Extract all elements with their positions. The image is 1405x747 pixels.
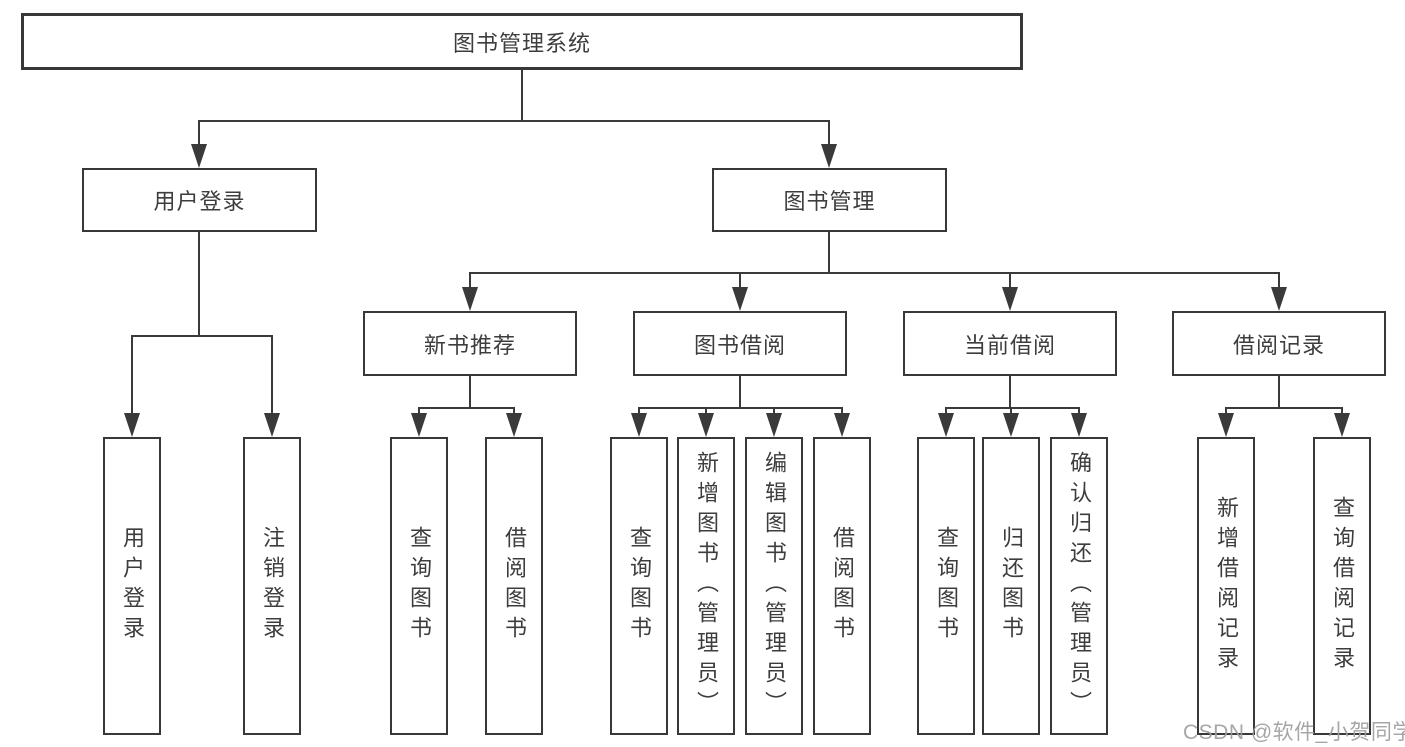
leaf-label: 确认归还（管理员） (1067, 451, 1092, 721)
connector-line (521, 69, 523, 120)
arrow-down-icon (1002, 287, 1018, 311)
leaf-label: 归还图书 (999, 526, 1024, 646)
connector-line (469, 272, 1280, 274)
arrow-down-icon (1071, 413, 1087, 437)
connector-line (1010, 407, 1012, 417)
leaf-user-login: 用户登录 (103, 437, 161, 735)
leaf-return-book: 归还图书 (982, 437, 1040, 735)
connector-line (198, 232, 200, 335)
leaf-add-book-admin: 新增图书（管理员） (677, 437, 735, 735)
arrow-down-icon (1218, 413, 1234, 437)
connector-line (1078, 407, 1080, 417)
connector-line (1278, 376, 1280, 407)
leaf-edit-book-admin: 编辑图书（管理员） (745, 437, 803, 735)
arrow-down-icon (834, 413, 850, 437)
connector-line (945, 407, 947, 417)
arrow-down-icon (506, 413, 522, 437)
leaf-add-borrow-record: 新增借阅记录 (1197, 437, 1255, 735)
connector-line (638, 407, 843, 409)
leaf-label: 借阅图书 (502, 526, 527, 646)
node-current-borrowing: 当前借阅 (903, 311, 1117, 376)
connector-line (739, 376, 741, 407)
arrow-down-icon (698, 413, 714, 437)
watermark: CSDN @软件_小贺同学 (1183, 721, 1405, 744)
node-user-login: 用户登录 (82, 168, 317, 232)
leaf-label: 查询图书 (407, 526, 432, 646)
arrow-down-icon (631, 413, 647, 437)
arrow-down-icon (1271, 287, 1287, 311)
arrow-down-icon (191, 144, 207, 168)
connector-line (513, 407, 515, 417)
connector-line (1225, 407, 1343, 409)
leaf-label: 查询借阅记录 (1330, 496, 1355, 676)
leaf-label: 借阅图书 (830, 526, 855, 646)
leaf-label: 编辑图书（管理员） (762, 451, 787, 721)
connector-line (828, 120, 830, 148)
connector-line (773, 407, 775, 417)
connector-line (131, 335, 273, 337)
leaf-logout-login: 注销登录 (243, 437, 301, 735)
node-label: 图书管理 (783, 189, 876, 214)
arrow-down-icon (732, 287, 748, 311)
connector-line (418, 407, 515, 409)
node-label: 图书借阅 (693, 332, 786, 358)
connector-line (198, 120, 830, 122)
connector-line (271, 335, 273, 417)
arrow-down-icon (462, 287, 478, 311)
arrow-down-icon (1003, 413, 1019, 437)
node-book-management: 图书管理 (712, 168, 947, 232)
connector-line (1278, 272, 1280, 290)
node-label: 借阅记录 (1232, 332, 1325, 358)
node-label: 新书推荐 (423, 332, 516, 358)
leaf-label: 新增借阅记录 (1214, 496, 1239, 676)
connector-line (638, 407, 640, 417)
connector-line (469, 376, 471, 407)
leaf-label: 用户登录 (120, 526, 145, 646)
leaf-label: 新增图书（管理员） (694, 451, 719, 721)
leaf-confirm-return-admin: 确认归还（管理员） (1050, 437, 1108, 735)
arrow-down-icon (264, 413, 280, 437)
arrow-down-icon (124, 413, 140, 437)
connector-line (841, 407, 843, 417)
node-label: 图书管理系统 (452, 30, 591, 56)
connector-line (1009, 272, 1011, 290)
connector-line (739, 272, 741, 290)
connector-line (1009, 376, 1011, 407)
leaf-label: 注销登录 (260, 526, 285, 646)
connector-line (469, 272, 471, 290)
leaf-borrow-book-recommend: 借阅图书 (485, 437, 543, 735)
leaf-label: 查询图书 (627, 526, 652, 646)
leaf-query-book-borrowing: 查询图书 (610, 437, 668, 735)
node-new-book-recommendation: 新书推荐 (363, 311, 577, 376)
connector-line (705, 407, 707, 417)
node-book-borrowing: 图书借阅 (633, 311, 847, 376)
node-library-management-system: 图书管理系统 (21, 13, 1023, 70)
arrow-down-icon (821, 144, 837, 168)
arrow-down-icon (1334, 413, 1350, 437)
leaf-label: 查询图书 (934, 526, 959, 646)
node-borrowing-records: 借阅记录 (1172, 311, 1386, 376)
arrow-down-icon (938, 413, 954, 437)
node-label: 用户登录 (153, 189, 246, 214)
leaf-query-book-current: 查询图书 (917, 437, 975, 735)
arrow-down-icon (766, 413, 782, 437)
node-label: 当前借阅 (963, 332, 1056, 358)
leaf-query-book-recommend: 查询图书 (390, 437, 448, 735)
leaf-query-borrow-record: 查询借阅记录 (1313, 437, 1371, 735)
connector-line (131, 335, 133, 417)
connector-line (418, 407, 420, 417)
leaf-borrow-book-borrowing: 借阅图书 (813, 437, 871, 735)
connector-line (828, 232, 830, 272)
connector-line (945, 407, 1080, 409)
arrow-down-icon (411, 413, 427, 437)
connector-line (1225, 407, 1227, 417)
connector-line (1341, 407, 1343, 417)
connector-line (198, 120, 200, 148)
